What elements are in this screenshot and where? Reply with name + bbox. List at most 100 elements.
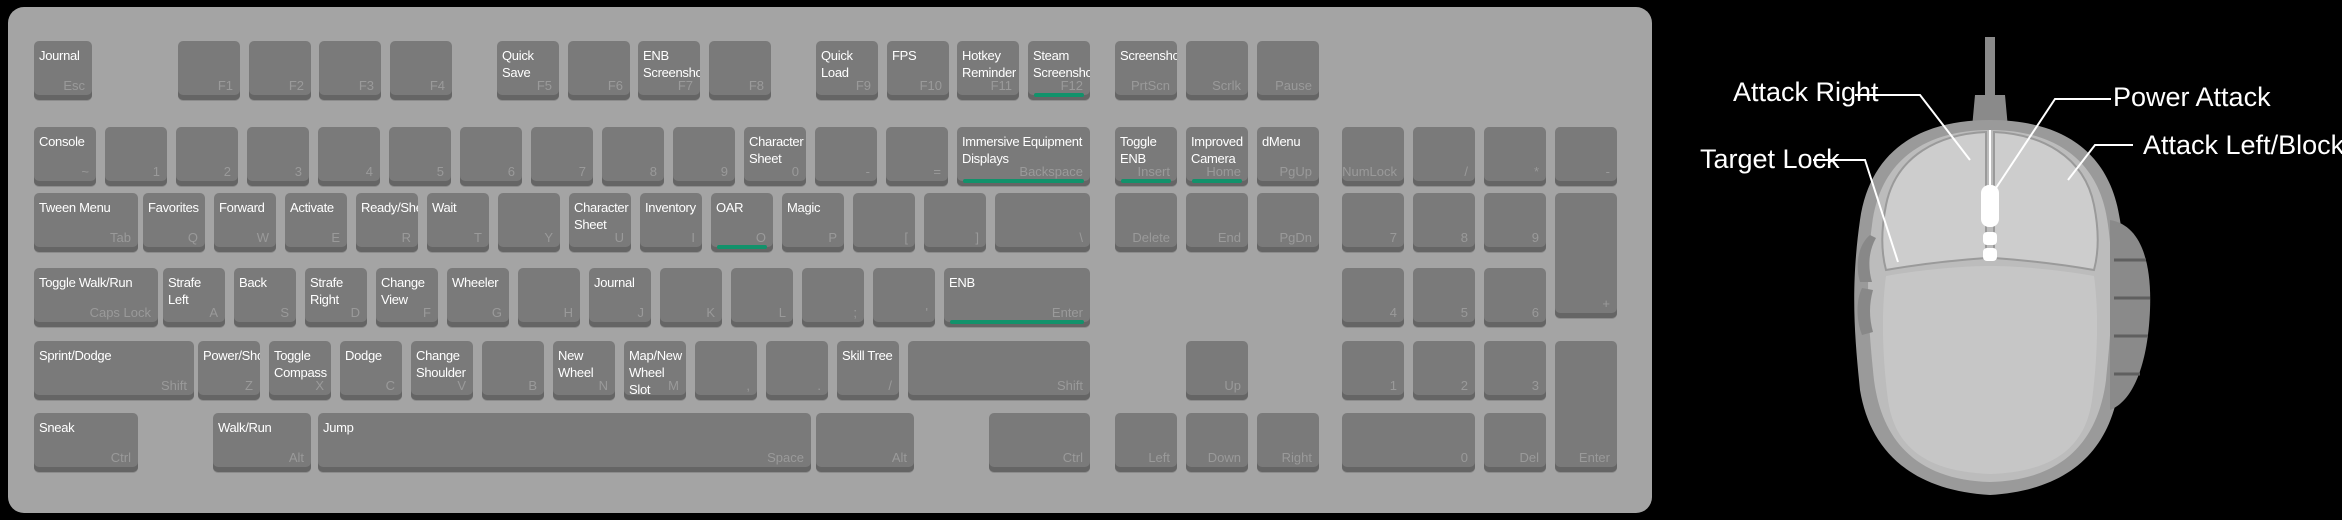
key-function-label: New Wheel bbox=[558, 348, 594, 380]
key-: ] bbox=[924, 193, 986, 252]
key-legend: G bbox=[491, 305, 502, 320]
key-: , bbox=[695, 341, 757, 400]
key-legend: 1 bbox=[1389, 378, 1397, 393]
key-legend: Up bbox=[1224, 378, 1241, 393]
key-b: B bbox=[482, 341, 544, 400]
key-h: H bbox=[518, 268, 580, 327]
key-legend: Down bbox=[1207, 450, 1241, 465]
key-function-label: Activate bbox=[290, 200, 334, 215]
key-r: Ready/SheathR bbox=[356, 193, 418, 252]
key-function-label: Strafe Left bbox=[168, 275, 201, 307]
key-1: 1 bbox=[105, 127, 167, 186]
key-legend: Pause bbox=[1275, 78, 1312, 93]
key-up: Up bbox=[1186, 341, 1248, 400]
key-function-label: Character Sheet bbox=[574, 200, 629, 232]
key-function-label: Journal bbox=[594, 275, 635, 290]
key-legend: PrtScn bbox=[1130, 78, 1170, 93]
key-legend: 4 bbox=[365, 164, 373, 179]
key-legend: F5 bbox=[536, 78, 552, 93]
key-legend: Left bbox=[1148, 450, 1170, 465]
key-legend: 3 bbox=[294, 164, 302, 179]
key-legend: A bbox=[209, 305, 218, 320]
mouse-palm bbox=[1882, 266, 2098, 474]
key-legend: PgDn bbox=[1279, 230, 1312, 245]
key-legend: / bbox=[1464, 164, 1468, 179]
key-function-label: Toggle Walk/Run bbox=[39, 275, 133, 290]
mouse-left-button bbox=[1881, 130, 1987, 272]
key-function-label: Journal bbox=[39, 48, 80, 63]
key-: ' bbox=[873, 268, 935, 327]
key-delete: Delete bbox=[1115, 193, 1177, 252]
mouse-dpi-button-2 bbox=[1983, 248, 1997, 261]
key-9: 9 bbox=[673, 127, 735, 186]
mouse-side-button-left-2 bbox=[1857, 288, 1873, 335]
key-function-label: Toggle Compass bbox=[274, 348, 327, 380]
key-function-label: ENB Screenshot bbox=[643, 48, 700, 80]
key-1: 1 bbox=[1342, 341, 1404, 400]
key-legend: 0 bbox=[1460, 450, 1468, 465]
key-pgdn: PgDn bbox=[1257, 193, 1319, 252]
key-legend: E bbox=[331, 230, 340, 245]
key-function-label: Power/Shout bbox=[203, 348, 260, 363]
key-: \ bbox=[995, 193, 1090, 252]
key-: - bbox=[1555, 127, 1617, 186]
key-legend: T bbox=[474, 230, 482, 245]
key-legend: Y bbox=[544, 230, 553, 245]
key-3: 3 bbox=[1484, 341, 1546, 400]
key-legend: F2 bbox=[288, 78, 304, 93]
key-legend: 0 bbox=[791, 164, 799, 179]
key-function-label: Quick Load bbox=[821, 48, 853, 80]
key-legend: 1 bbox=[152, 164, 160, 179]
key-function-label: Map/New Wheel Slot bbox=[629, 348, 682, 397]
key-function-label: dMenu bbox=[1262, 134, 1301, 149]
key-function-label: Sprint/Dodge bbox=[39, 348, 112, 363]
key-legend: S bbox=[280, 305, 289, 320]
key-: + bbox=[1555, 193, 1617, 318]
key-legend: F9 bbox=[855, 78, 871, 93]
key-z: Power/ShoutZ bbox=[198, 341, 260, 400]
key-7: 7 bbox=[531, 127, 593, 186]
key-legend: \ bbox=[1079, 230, 1083, 245]
key-legend: F6 bbox=[607, 78, 623, 93]
key-legend: Tab bbox=[110, 230, 131, 245]
key-legend: ; bbox=[853, 305, 857, 320]
key-function-label: Improved Camera bbox=[1191, 134, 1243, 166]
key-legend: - bbox=[1605, 164, 1610, 179]
key-legend: = bbox=[933, 164, 941, 179]
key-legend: PgUp bbox=[1279, 164, 1312, 179]
key-legend: 6 bbox=[507, 164, 515, 179]
key-legend: W bbox=[256, 230, 269, 245]
key-legend: ' bbox=[925, 305, 928, 320]
key-legend: 8 bbox=[1460, 230, 1468, 245]
attack-right-leader bbox=[1855, 94, 1971, 161]
power-attack-label: Power Attack bbox=[2113, 82, 2271, 112]
key-legend: 4 bbox=[1389, 305, 1397, 320]
key-: / bbox=[1413, 127, 1475, 186]
key-legend: Enter bbox=[1578, 450, 1610, 465]
key-: [ bbox=[853, 193, 915, 252]
key-5: 5 bbox=[389, 127, 451, 186]
key-: - bbox=[815, 127, 877, 186]
key-legend: F3 bbox=[358, 78, 374, 93]
key-f8: F8 bbox=[709, 41, 771, 100]
key-legend: 2 bbox=[223, 164, 231, 179]
key-down: Down bbox=[1186, 413, 1248, 472]
key-legend: V bbox=[457, 378, 466, 393]
key-function-label: Magic bbox=[787, 200, 821, 215]
mouse-dpi-button-1 bbox=[1983, 232, 1997, 245]
key-right: Right bbox=[1257, 413, 1319, 472]
key-legend: Ctrl bbox=[110, 450, 131, 465]
key-6: 6 bbox=[1484, 268, 1546, 327]
key-legend: O bbox=[755, 230, 766, 245]
